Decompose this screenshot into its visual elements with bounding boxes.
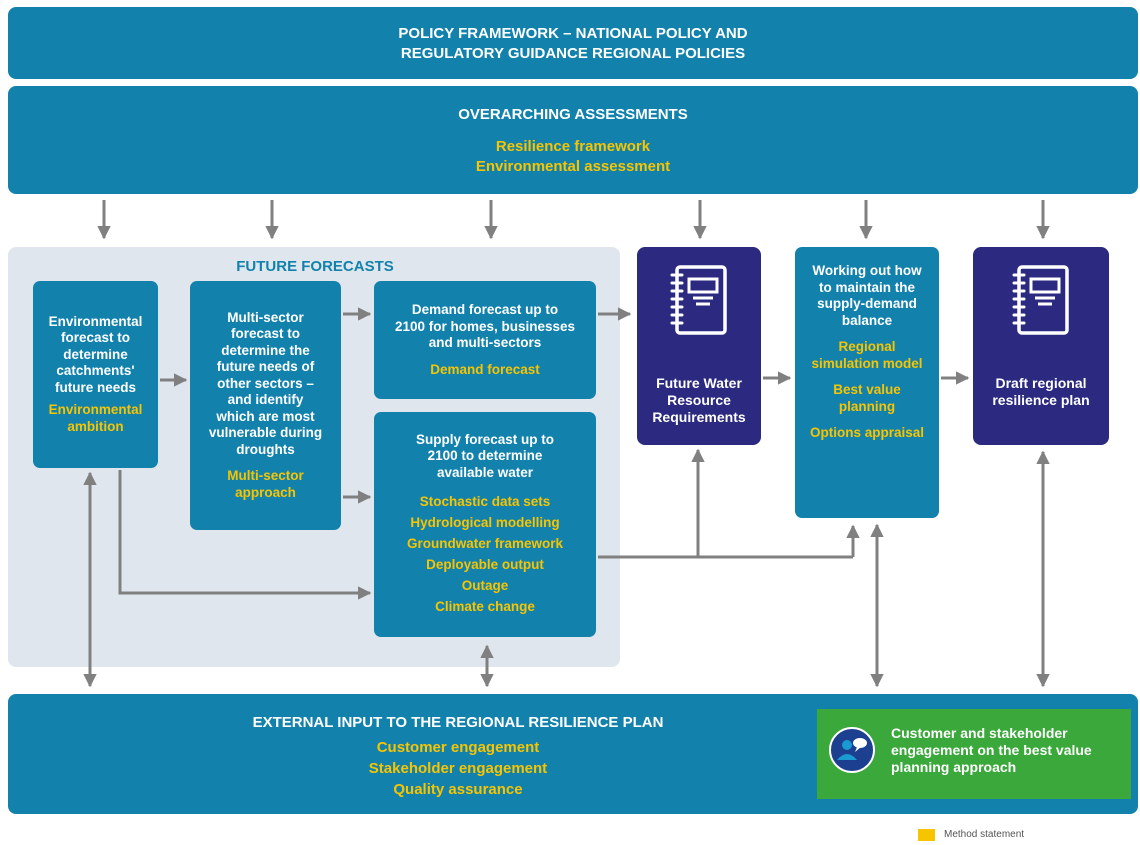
draft-resilience-plan-box: Draft regional resilience plan [973, 247, 1109, 445]
demand-method: Demand forecast [430, 361, 540, 377]
balance-method: simulation model [811, 355, 923, 371]
supply-method: Stochastic data sets [419, 494, 551, 510]
assessment-item: Environmental assessment [475, 158, 671, 175]
notebook-icon [1012, 265, 1069, 335]
balance-method: planning [838, 398, 896, 414]
external-title: EXTERNAL INPUT TO THE REGIONAL RESILIENC… [252, 714, 664, 731]
assessment-item: Resilience framework [495, 138, 651, 155]
external-item: Quality assurance [393, 781, 523, 798]
ms-line: determine the [221, 342, 310, 358]
engagement-line: planning approach [891, 759, 1017, 775]
draft-line: resilience plan [992, 392, 1090, 408]
env-method: ambition [67, 418, 124, 434]
fwrr-line: Resource [667, 392, 731, 408]
legend-swatch [918, 829, 935, 841]
env-line: forecast to [60, 330, 131, 346]
environmental-forecast-box: Environmental forecast to determine catc… [33, 281, 158, 468]
ms-line: other sectors – [217, 375, 314, 391]
arrow [118, 470, 372, 600]
engagement-line: engagement on the best value [891, 742, 1092, 758]
assessments-title: OVERARCHING ASSESSMENTS [458, 106, 688, 123]
supply-line: 2100 to determine [427, 448, 543, 464]
ms-method: Multi-sector [227, 468, 304, 484]
balance-method: Best value [833, 382, 901, 397]
supply-method: Deployable output [426, 557, 544, 573]
supply-method: Outage [461, 578, 509, 594]
draft-line: Draft regional [995, 375, 1087, 391]
env-line: future needs [54, 379, 136, 395]
balance-method: Options appraisal [809, 425, 925, 440]
stakeholder-engagement-box: Customer and stakeholder engagement on t… [817, 709, 1131, 799]
multi-sector-forecast-box: Multi-sector forecast to determine the f… [190, 281, 341, 530]
supply-method: Hydrological modelling [410, 515, 560, 531]
ms-line: which are most [216, 408, 315, 424]
policy-line-1: POLICY FRAMEWORK – NATIONAL POLICY AND [398, 25, 748, 42]
legend-label: Method statement [944, 829, 1025, 840]
external-item: Customer engagement [376, 739, 540, 756]
policy-framework-band: POLICY FRAMEWORK – NATIONAL POLICY AND R… [8, 7, 1138, 79]
fwrr-line: Future Water [656, 375, 742, 391]
ms-line: future needs of [216, 359, 315, 375]
overarching-assessments-band: OVERARCHING ASSESSMENTS Resilience frame… [8, 86, 1138, 194]
ms-method: approach [235, 484, 296, 500]
supply-line: Supply forecast up to [415, 431, 554, 447]
engagement-line: Customer and stakeholder [891, 725, 1068, 741]
demand-line: and multi-sectors [428, 335, 542, 350]
supply-demand-balance-box: Working out how to maintain the supply-d… [795, 247, 939, 518]
future-water-resource-box: Future Water Resource Requirements [637, 247, 761, 445]
people-speech-icon [829, 727, 875, 773]
future-forecasts-label: FUTURE FORECASTS [236, 258, 394, 275]
supply-method: Climate change [435, 599, 535, 615]
policy-line-2: REGULATORY GUIDANCE REGIONAL POLICIES [400, 45, 746, 62]
fwrr-line: Requirements [652, 409, 746, 425]
balance-line: Working out how [812, 263, 922, 278]
supply-forecast-box: Supply forecast up to 2100 to determine … [374, 412, 596, 637]
env-line: catchments' [56, 363, 135, 379]
balance-line: balance [841, 312, 893, 328]
supply-line: available water [436, 464, 534, 480]
external-item: Stakeholder engagement [368, 760, 548, 777]
demand-line: Demand forecast up to [411, 302, 559, 317]
ms-line: and identify [227, 392, 304, 408]
balance-line: to maintain the [818, 279, 915, 295]
balance-line: supply-demand [817, 296, 917, 311]
notebook-icon [670, 265, 727, 335]
env-line: Environmental [48, 313, 143, 329]
ms-line: droughts [236, 441, 295, 457]
ms-line: vulnerable during [208, 425, 323, 441]
supply-method: Groundwater framework [406, 536, 564, 552]
demand-line: 2100 for homes, businesses [394, 318, 576, 334]
env-method: Environmental [48, 402, 143, 418]
balance-method: Regional [838, 339, 896, 354]
ms-line: forecast to [230, 326, 301, 342]
env-line: determine [63, 346, 128, 362]
demand-forecast-box: Demand forecast up to 2100 for homes, bu… [374, 281, 596, 399]
ms-line: Multi-sector [227, 309, 304, 325]
